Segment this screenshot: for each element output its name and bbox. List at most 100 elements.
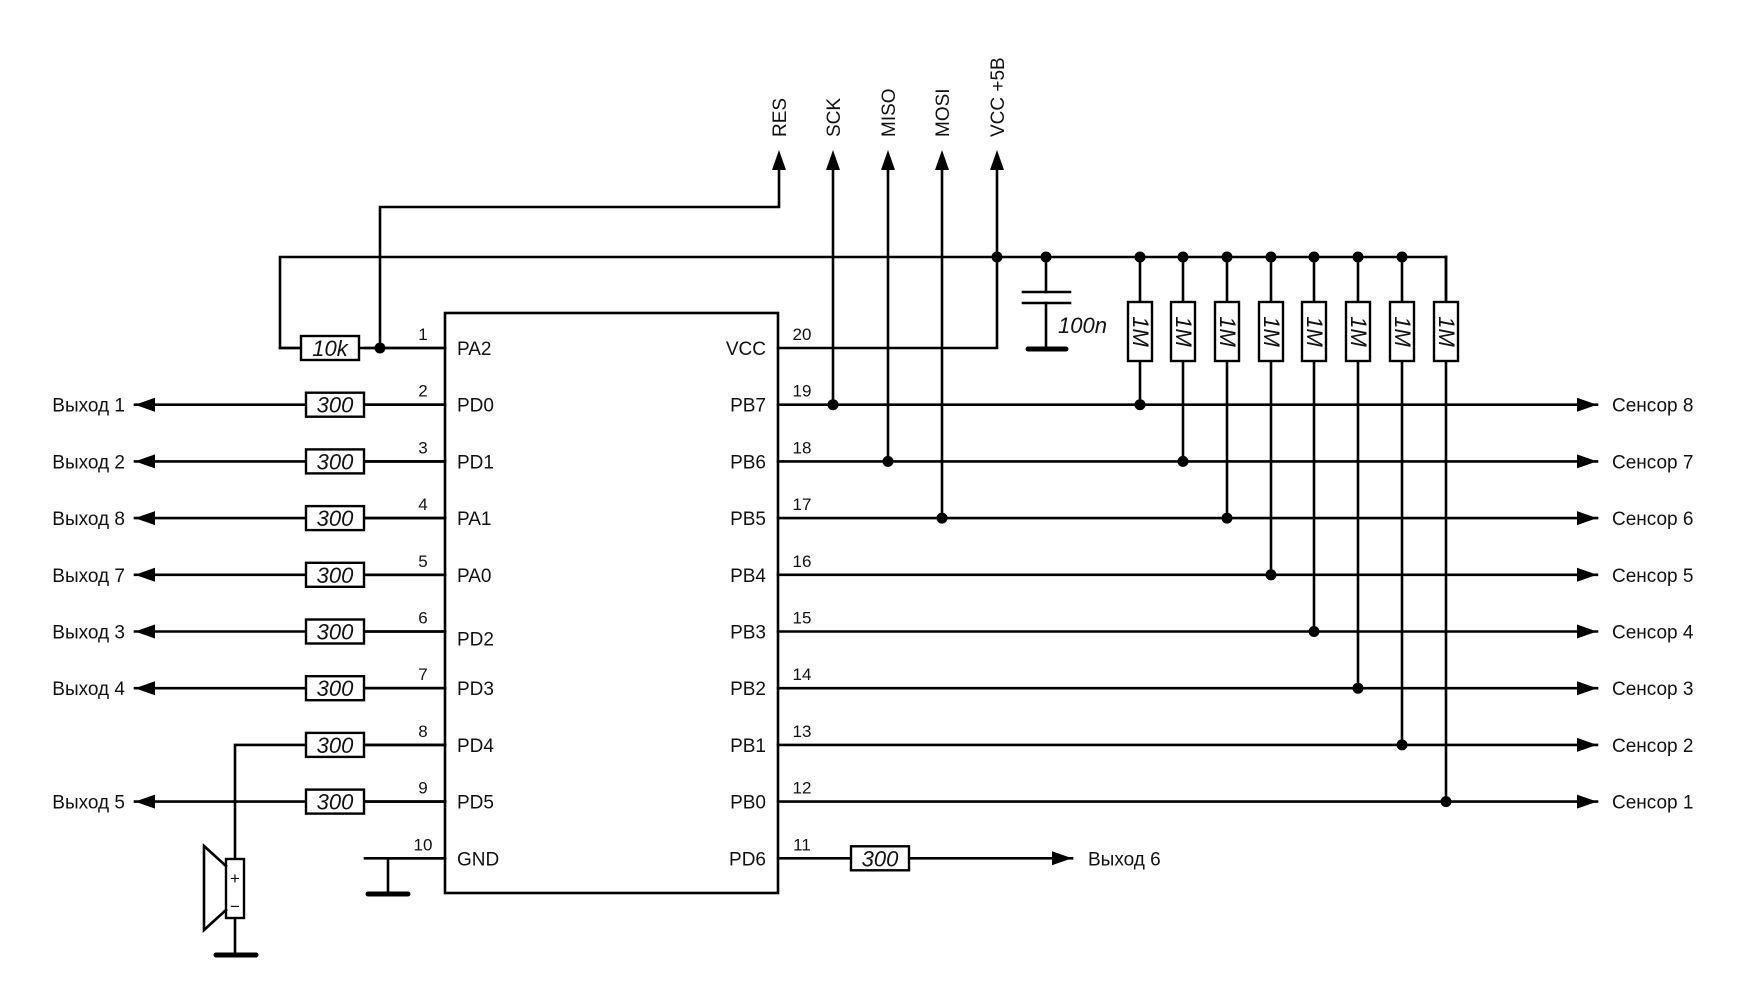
capacitor-value: 100n bbox=[1058, 313, 1107, 338]
sensor-label: Сенсор 6 bbox=[1612, 509, 1693, 530]
junction-dot bbox=[936, 512, 948, 524]
header-arrow-icon bbox=[990, 150, 1004, 170]
sensor-pullup-resistor bbox=[1388, 300, 1416, 363]
pin-number: 14 bbox=[793, 665, 812, 684]
sensor-arrow-icon bbox=[1577, 737, 1597, 752]
pin-name-pb4: PB4 bbox=[730, 566, 766, 587]
resistor-value: 300 bbox=[317, 506, 354, 531]
header-arrow-icon bbox=[881, 150, 895, 170]
output-resistor bbox=[304, 561, 366, 588]
pin-name-pa0: PA0 bbox=[457, 566, 492, 587]
output-arrow-icon bbox=[135, 511, 155, 526]
junction-dot bbox=[1040, 251, 1052, 263]
header-arrow-icon bbox=[826, 150, 840, 170]
sensor-pullup-resistor bbox=[1169, 300, 1197, 363]
pin-number: 17 bbox=[793, 495, 812, 514]
output-resistor bbox=[304, 675, 366, 702]
pin-number: 1 bbox=[418, 325, 427, 344]
junction-dot bbox=[1177, 455, 1189, 467]
sensor-arrow-icon bbox=[1577, 454, 1597, 469]
resistor-value: 300 bbox=[317, 790, 354, 815]
speaker-wire bbox=[233, 743, 308, 861]
resistor-value: 1M bbox=[1302, 316, 1327, 347]
output-label: Выход 3 bbox=[52, 623, 125, 644]
resistor-value: 10k bbox=[312, 336, 348, 361]
pin-name-pb2: PB2 bbox=[730, 679, 766, 700]
pin-number: 8 bbox=[418, 722, 427, 741]
pin-name-pa1: PA1 bbox=[457, 509, 492, 530]
resistor-value: 300 bbox=[317, 733, 354, 758]
output-arrow-icon bbox=[135, 624, 155, 639]
speaker-plus: + bbox=[230, 869, 240, 888]
sensor-pullup-resistor bbox=[1344, 300, 1372, 363]
output-label: Выход 7 bbox=[52, 566, 125, 587]
pin-number: 9 bbox=[418, 779, 427, 798]
resistor-value: 1M bbox=[1128, 316, 1153, 347]
pin-name-pa2: PA2 bbox=[457, 339, 492, 360]
sensor-pullup-resistor bbox=[1300, 300, 1328, 363]
pin-name-vcc: VCC bbox=[726, 339, 766, 360]
components bbox=[135, 150, 1597, 958]
vcc-wire bbox=[776, 166, 999, 350]
resistor-value: 300 bbox=[317, 676, 354, 701]
junction-dot bbox=[1396, 251, 1408, 263]
pin-number: 18 bbox=[793, 438, 812, 457]
pin-number: 19 bbox=[793, 382, 812, 401]
labels: 1PA22PD03PD14PA15PA06PD27PD38PD49PD510GN… bbox=[52, 57, 1694, 916]
sensor-pullup-resistor bbox=[1126, 300, 1154, 363]
junction-dot bbox=[374, 342, 386, 354]
junction-dot bbox=[991, 251, 1003, 263]
output-arrow-icon bbox=[1052, 851, 1072, 866]
output-label: Выход 5 bbox=[52, 793, 125, 814]
output-arrow-icon bbox=[135, 794, 155, 809]
resistor-value: 1M bbox=[1434, 316, 1459, 347]
resistor-value: 1M bbox=[1346, 316, 1371, 347]
gnd-wire bbox=[386, 856, 447, 896]
junction-dot bbox=[1440, 796, 1452, 808]
pin-name-pd6: PD6 bbox=[729, 849, 766, 870]
junction-dot bbox=[1352, 251, 1364, 263]
resistor-value: 1M bbox=[1215, 316, 1240, 347]
sensor-arrow-icon bbox=[1577, 681, 1597, 696]
pin-number: 20 bbox=[793, 325, 812, 344]
junction-dot bbox=[1265, 569, 1277, 581]
output-label: Выход 8 bbox=[52, 509, 125, 530]
output-resistor bbox=[304, 391, 366, 418]
pin-number: 4 bbox=[418, 495, 427, 514]
output-resistor bbox=[304, 448, 366, 475]
header-label-sck: SCK bbox=[824, 98, 845, 137]
sensor-arrow-icon bbox=[1577, 511, 1597, 526]
pin-name-pb0: PB0 bbox=[730, 793, 766, 814]
pin-number: 11 bbox=[793, 835, 811, 854]
pin-number: 5 bbox=[418, 552, 427, 571]
junction-dot bbox=[1221, 251, 1233, 263]
junction-dot bbox=[1221, 512, 1233, 524]
pin-name-pb3: PB3 bbox=[730, 623, 766, 644]
pin-number: 13 bbox=[793, 722, 812, 741]
sensor-label: Сенсор 3 bbox=[1612, 679, 1693, 700]
pin-name-pd4: PD4 bbox=[457, 736, 494, 757]
sensor-label: Сенсор 7 bbox=[1612, 452, 1693, 473]
reset-wire bbox=[378, 166, 781, 350]
speaker-body bbox=[224, 857, 246, 920]
pin-name-pd5: PD5 bbox=[457, 793, 494, 814]
sensor-label: Сенсор 1 bbox=[1612, 793, 1693, 814]
sensor-label: Сенсор 5 bbox=[1612, 566, 1693, 587]
pin-number: 7 bbox=[418, 665, 427, 684]
junction-dot bbox=[1308, 251, 1320, 263]
pin-name-pd2: PD2 bbox=[457, 630, 494, 651]
pin-name-pd0: PD0 bbox=[457, 396, 494, 417]
header-label-vcc-5b: VCC +5B bbox=[988, 57, 1009, 137]
pin-name-gnd: GND bbox=[457, 849, 499, 870]
output-label: Выход 4 bbox=[52, 679, 125, 700]
sensor-pullup-resistor bbox=[1257, 300, 1285, 363]
header-arrow-icon bbox=[935, 150, 949, 170]
vcc-bus bbox=[278, 255, 999, 350]
junction-dot bbox=[1177, 251, 1189, 263]
sensor-arrow-icon bbox=[1577, 794, 1597, 809]
sensor-label: Сенсор 2 bbox=[1612, 736, 1693, 757]
sensor-label: Сенсор 4 bbox=[1612, 623, 1694, 644]
output-resistor bbox=[304, 618, 366, 645]
pullup-resistor-10k bbox=[299, 334, 361, 362]
pin-number: 16 bbox=[793, 552, 812, 571]
